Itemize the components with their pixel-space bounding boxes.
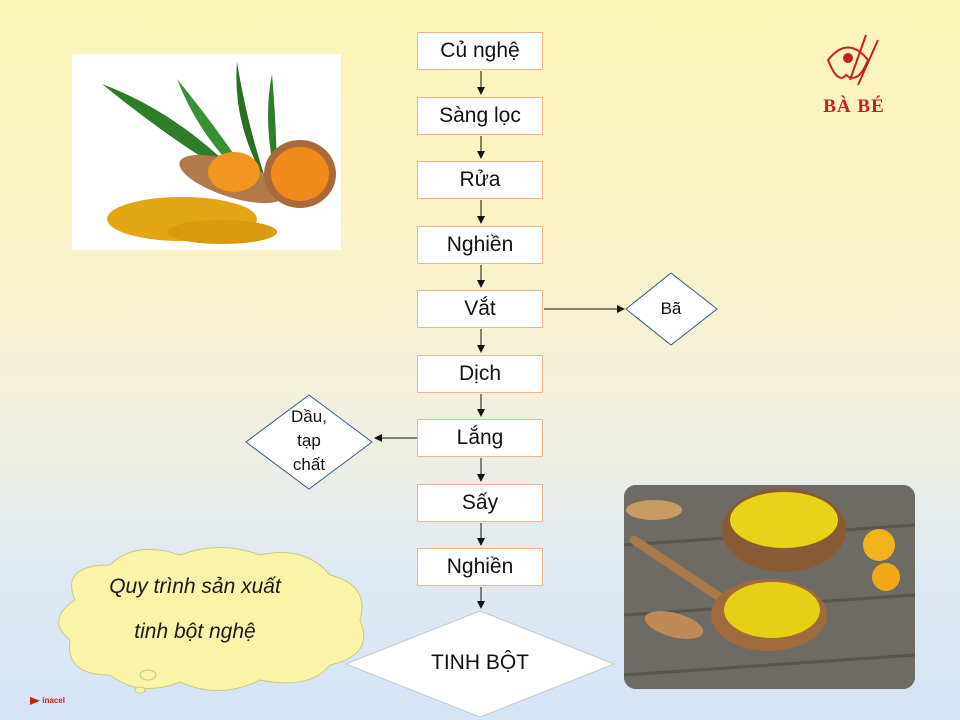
step-nghien-1: Nghiền [417, 226, 543, 264]
byproduct-diamond-right [625, 272, 718, 346]
step-lang: Lắng [417, 419, 543, 457]
step-cu-nghe: Củ nghệ [417, 32, 543, 70]
step-rua: Rửa [417, 161, 543, 199]
byproduct-ba-label: Bã [660, 299, 682, 318]
step-sang-loc: Sàng lọc [417, 97, 543, 135]
caption-line-2: tinh bột nghệ [134, 620, 256, 643]
final-product-diamond [344, 610, 616, 718]
inacel-text: inacel [42, 696, 65, 705]
byproduct-diamond-left [245, 394, 373, 490]
turmeric-root-photo [72, 54, 341, 250]
step-vat: Vắt [417, 290, 543, 328]
caption-cloud [40, 540, 375, 700]
caption-line-1: Quy trình sản xuất [109, 575, 281, 598]
brand-text: BÀ BÉ [823, 96, 885, 117]
step-say: Sấy [417, 484, 543, 522]
final-product-label: TINH BỘT [431, 651, 529, 674]
step-dich: Dịch [417, 355, 543, 393]
byproduct-dau-label: Dầu, tạp chất [291, 407, 327, 474]
step-nghien-2: Nghiền [417, 548, 543, 586]
turmeric-powder-photo [624, 485, 915, 689]
inacel-mark-icon [30, 696, 40, 705]
inacel-footer-logo: inacel [30, 696, 65, 705]
baabe-logo: BÀ BÉ [808, 30, 900, 120]
